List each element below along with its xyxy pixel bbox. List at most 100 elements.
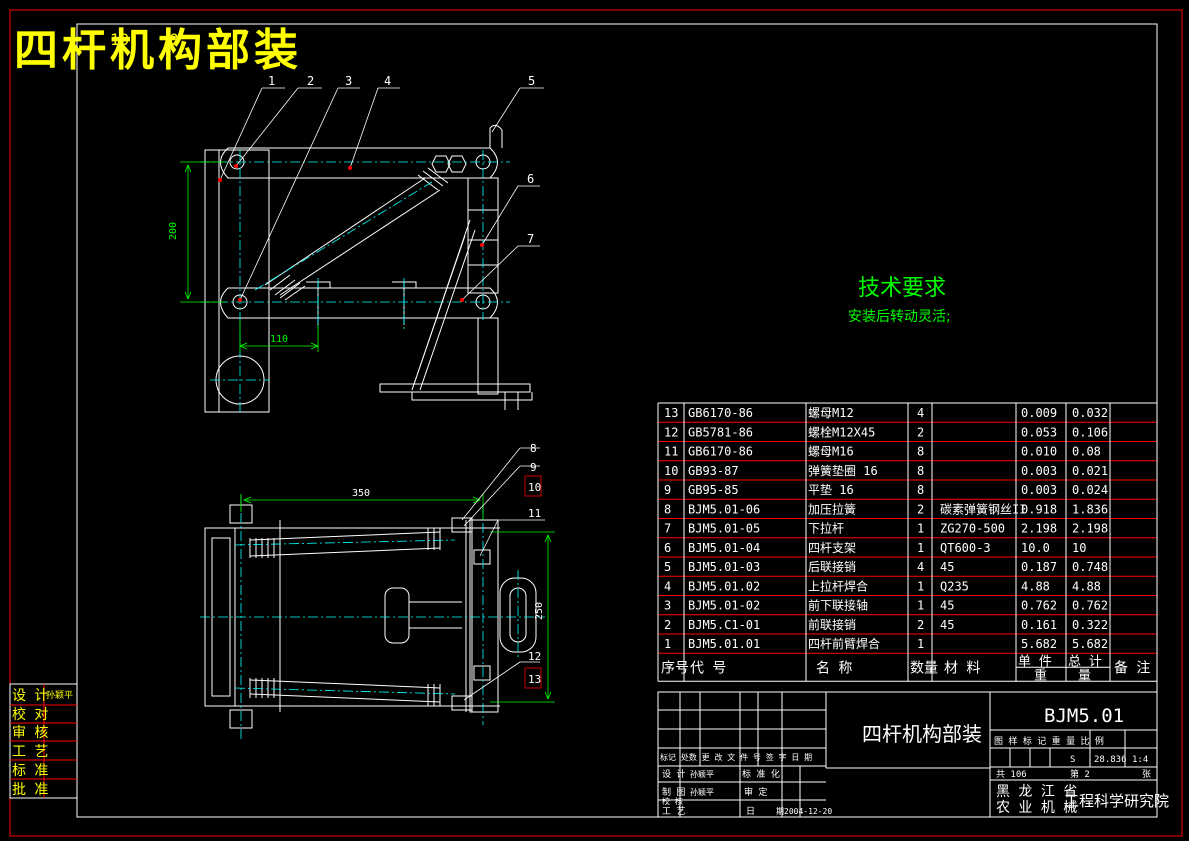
bom-header-name: 名 称 (816, 660, 852, 676)
bom-code: BJM5.01-06 (688, 502, 760, 516)
bom-header-total-b: 量 (1078, 668, 1091, 683)
side-row-approve: 批 准 (12, 782, 48, 798)
weight-value: 28.836 (1094, 755, 1127, 765)
bom-name: 螺栓M12X45 (808, 424, 875, 439)
bom-code: BJM5.01.02 (688, 579, 760, 593)
outer-border (9, 9, 1183, 837)
balloon-13: 13 (528, 673, 541, 686)
bom-header-note: 备 注 (1114, 659, 1150, 676)
bom-header-no: 序号 (661, 660, 689, 676)
dim-250: 250 (534, 602, 545, 620)
bom-qty: 2 (917, 425, 924, 439)
bom-material: 45 (940, 599, 954, 613)
bom-qty: 1 (917, 579, 924, 593)
bom-material: ZG270-500 (940, 522, 1005, 536)
balloon-6: 6 (527, 172, 534, 186)
bom-unit-weight: 0.003 (1021, 464, 1057, 478)
row-process: 工 艺 (662, 806, 685, 817)
front-view-dimensions (180, 161, 320, 352)
org-line-2: 农 业 机 械 (996, 800, 1077, 816)
bom-total-weight: 0.024 (1072, 483, 1108, 497)
bom-unit-weight: 4.88 (1021, 579, 1050, 593)
sheet-number: 第 2 (1070, 768, 1090, 780)
sheet-suffix: 张 (1142, 769, 1151, 780)
bom-no: 9 (664, 483, 671, 497)
bom-code: BJM5.01.01 (688, 637, 760, 651)
balloon-3: 3 (345, 74, 352, 88)
balloon-9: 9 (530, 461, 537, 474)
bom-qty: 8 (917, 445, 924, 459)
side-row-standard: 标 准 (12, 763, 48, 779)
stage-mark: S (1070, 755, 1075, 765)
tech-requirements-item: 安装后转动灵活; (848, 309, 951, 325)
row-design-person: 孙颖平 (690, 769, 714, 779)
scale-value: 1:4 (1132, 755, 1148, 765)
org-line-1: 黑 龙 江 省 (996, 784, 1077, 800)
bom-material: QT600-3 (940, 541, 991, 555)
bom-unit-weight: 0.053 (1021, 425, 1057, 439)
dim-200: 200 (168, 222, 179, 240)
dim-110: 110 (270, 334, 288, 345)
bom-total-weight: 0.106 (1072, 425, 1108, 439)
front-view-centerlines (200, 150, 510, 412)
side-row-design-person: 孙颖平 (46, 689, 73, 701)
bom-qty: 2 (917, 618, 924, 632)
bom-header-qty: 数量 (910, 660, 938, 676)
balloon-12: 12 (528, 650, 541, 663)
bom-material: 45 (940, 618, 954, 632)
bom-qty: 8 (917, 483, 924, 497)
bom-no: 2 (664, 618, 671, 632)
bom-total-weight: 1.836 (1072, 502, 1108, 516)
balloon-10: 10 (528, 481, 541, 494)
dim-350: 350 (352, 488, 370, 499)
balloon-8: 8 (530, 442, 537, 455)
bom-name: 前下联接轴 (808, 598, 868, 613)
side-row-check: 校 对 (12, 706, 48, 723)
bom-unit-weight: 0.918 (1021, 502, 1057, 516)
bom-code: GB5781-86 (688, 425, 753, 439)
top-view-leaders (461, 447, 545, 701)
bom-no: 1 (664, 637, 671, 651)
bom-code: BJM5.01-02 (688, 599, 760, 613)
row-draw-person: 孙颖平 (690, 787, 714, 797)
bom-unit-weight: 0.161 (1021, 618, 1057, 632)
bom-total-weight: 2.198 (1072, 522, 1108, 536)
bom-total-weight: 4.88 (1072, 579, 1101, 593)
bom-code: BJM5.01-05 (688, 522, 760, 536)
bom-no: 12 (664, 425, 678, 439)
stage-labels: 图 样 标 记 重 量 比 例 (994, 735, 1104, 747)
bom-no: 11 (664, 445, 678, 459)
drawing-title: 四杆机构部装 (14, 25, 302, 76)
bom-name: 螺母M16 (808, 445, 854, 459)
bom-total-weight: 0.762 (1072, 599, 1108, 613)
balloon-11: 11 (528, 507, 541, 520)
top-view-dimensions (240, 494, 555, 703)
bom-total-weight: 0.021 (1072, 464, 1108, 478)
bom-total-weight: 5.682 (1072, 637, 1108, 651)
top-label-a: 10 (110, 30, 130, 49)
bom-code: BJM5.01-03 (688, 560, 760, 574)
top-view-centerlines (200, 495, 545, 740)
bom-header-unit-b: 重 (1034, 667, 1047, 683)
bom-header-unit: 单 件 (1018, 654, 1052, 669)
bom-name: 下拉杆 (808, 521, 844, 536)
bom-name: 四杆支架 (808, 541, 856, 555)
front-view-leaders (219, 87, 544, 391)
bom-material: 碳素弹簧钢丝II (940, 501, 1026, 516)
bom-header-material: 材 料 (944, 660, 980, 676)
side-row-design: 设 计 (12, 688, 48, 704)
bom-qty: 4 (917, 406, 924, 420)
row-draw: 制 图 (662, 786, 685, 798)
bom-qty: 8 (917, 464, 924, 478)
bom-total-weight: 0.032 (1072, 406, 1108, 420)
bom-unit-weight: 5.682 (1021, 637, 1057, 651)
bom-unit-weight: 10.0 (1021, 541, 1050, 555)
bom-qty: 4 (917, 560, 924, 574)
balloon-7: 7 (527, 232, 534, 246)
org-line-3: 工程科学研究院 (1064, 792, 1169, 810)
balloon-1: 1 (268, 74, 275, 88)
bom-code: GB6170-86 (688, 445, 753, 459)
